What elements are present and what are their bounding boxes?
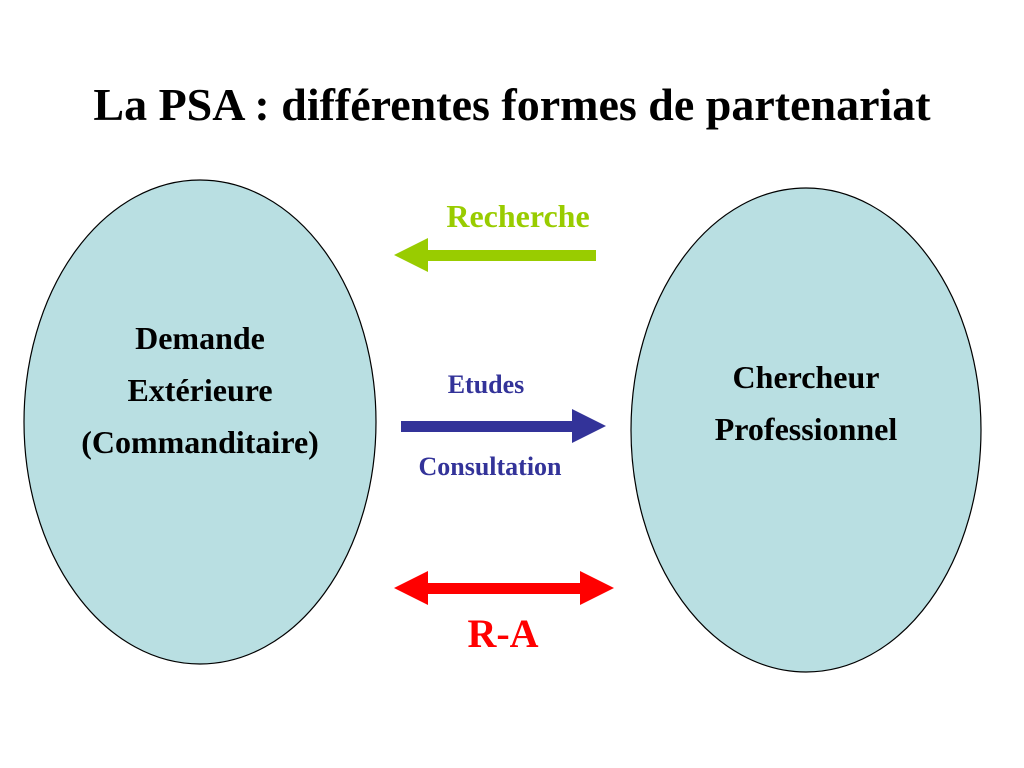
recherche-arrow: [394, 238, 596, 272]
right-node-label: Chercheur Professionnel: [646, 351, 966, 455]
left-node-line-3: (Commanditaire): [81, 424, 319, 460]
left-node-line-2: Extérieure: [127, 372, 273, 408]
left-node-line-1: Demande: [135, 320, 265, 356]
recherche-label: Recherche: [446, 198, 590, 234]
slide-title: La PSA : différentes formes de partenari…: [93, 79, 931, 130]
consultation-label: Consultation: [418, 452, 562, 481]
right-node-line-1: Chercheur: [732, 359, 880, 395]
etudes-arrow: [401, 409, 606, 443]
left-ellipse: [23, 179, 377, 665]
right-node-line-2: Professionnel: [714, 411, 898, 447]
left-node-label: Demande Extérieure (Commanditaire): [40, 312, 360, 468]
ra-label: R-A: [467, 611, 539, 656]
right-ellipse: [630, 187, 982, 673]
etudes-label: Etudes: [447, 370, 525, 399]
ra-arrow: [394, 571, 614, 605]
